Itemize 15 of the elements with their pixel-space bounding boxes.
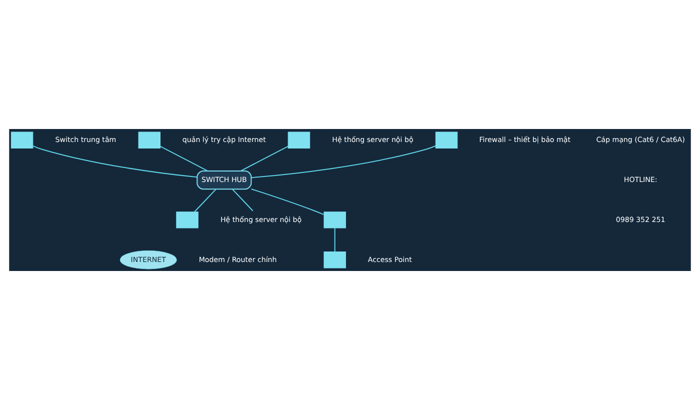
connector <box>32 145 198 178</box>
node-box <box>324 212 346 228</box>
connector <box>160 146 208 172</box>
node-box <box>324 252 346 268</box>
connector <box>251 188 324 216</box>
node-box <box>10 132 34 148</box>
node-box <box>288 132 310 148</box>
connector <box>240 146 288 172</box>
connector <box>194 188 216 212</box>
node-box <box>138 132 160 148</box>
connector <box>232 188 254 212</box>
node-box <box>176 212 198 228</box>
connector <box>334 228 336 252</box>
connector <box>251 145 436 178</box>
node-box <box>435 132 458 148</box>
